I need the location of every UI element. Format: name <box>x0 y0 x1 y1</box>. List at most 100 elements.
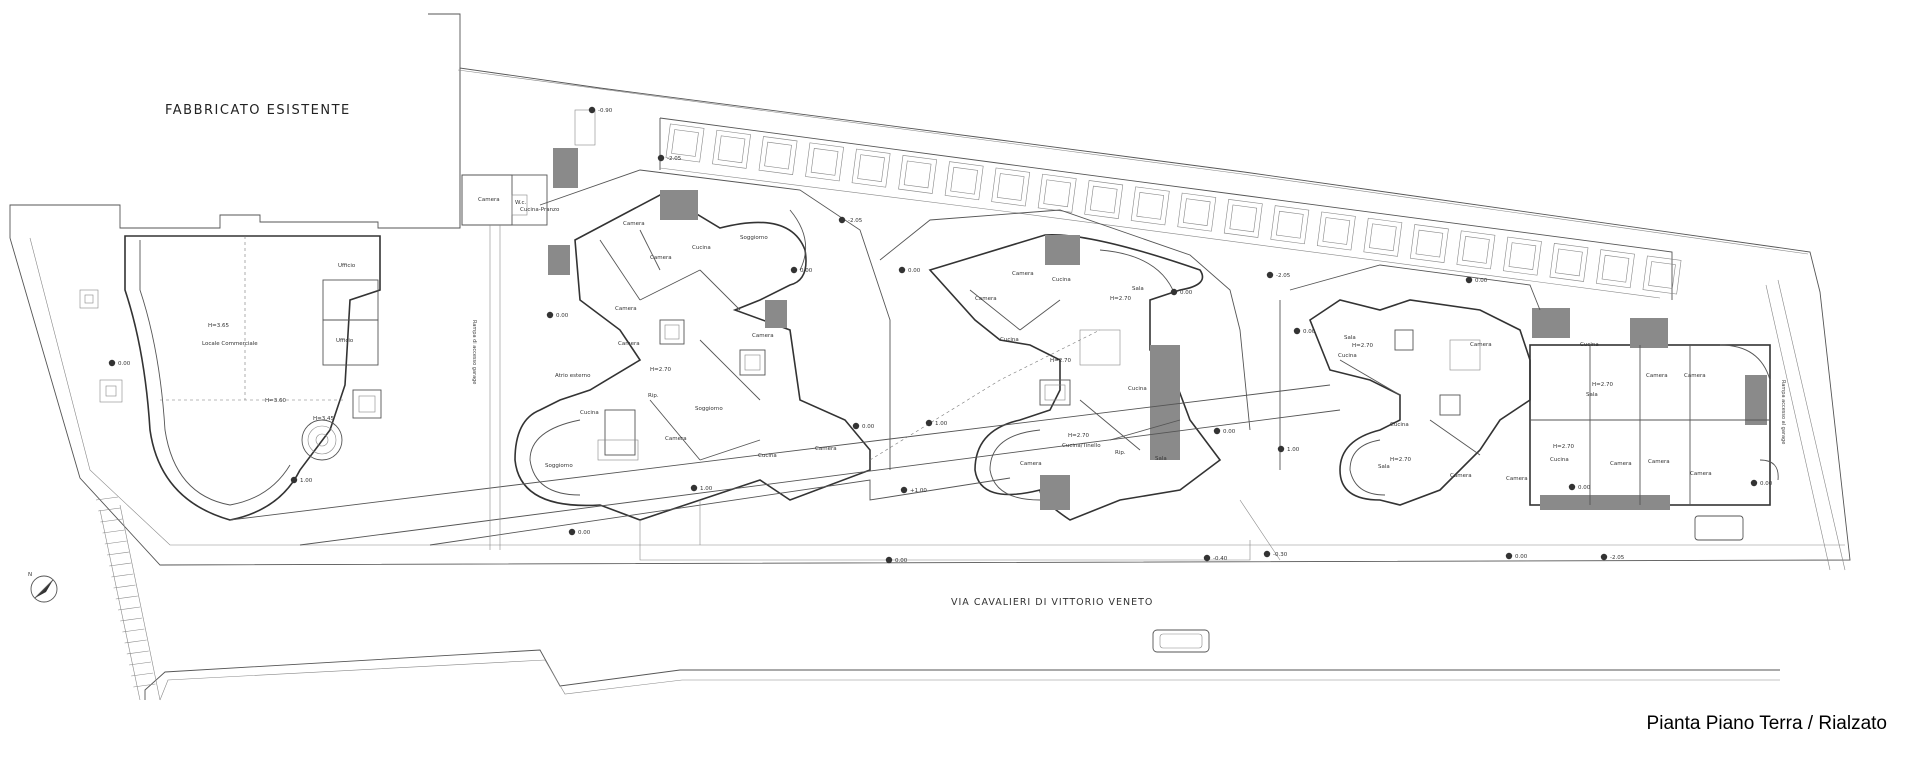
level-marker: 0.00 <box>885 556 908 564</box>
level-marker-icon <box>657 154 665 162</box>
level-marker-icon <box>885 556 893 564</box>
level-marker-icon <box>1505 552 1513 560</box>
level-marker: 0.00 <box>568 528 591 536</box>
level-value: 0.00 <box>1515 554 1528 560</box>
level-value: 0.00 <box>895 558 908 564</box>
building-a <box>514 190 871 521</box>
room-label: Cucina <box>1550 457 1569 463</box>
level-value: -2.05 <box>848 218 863 224</box>
crossing-stripe <box>128 661 152 666</box>
level-marker: 1.00 <box>925 419 948 427</box>
level-marker: 0.00 <box>852 422 875 430</box>
parking-bay <box>1363 217 1403 257</box>
car-icon <box>1152 629 1210 653</box>
level-marker: -0.30 <box>1263 550 1288 558</box>
street-edges: VIA CAVALIERI DI VITTORIO VENETO <box>99 504 1780 701</box>
room-label: Camera <box>665 436 687 442</box>
parking-bay-inner <box>1601 254 1630 283</box>
parking-bay <box>991 167 1031 207</box>
parking-bay-inner <box>1229 204 1258 233</box>
parking-bays <box>659 117 1673 300</box>
level-value: 0.00 <box>1475 278 1488 284</box>
level-marker-icon <box>690 484 698 492</box>
level-value: 0.00 <box>800 268 813 274</box>
level-marker: -2.05 <box>657 154 682 162</box>
room-label: Camera <box>1450 473 1472 479</box>
car-icon-parked <box>1694 515 1744 541</box>
parking-bay <box>944 161 984 201</box>
room-label: H=2.70 <box>1390 457 1411 463</box>
level-marker-icon <box>900 486 908 494</box>
room-label: Locale Commerciale <box>202 341 258 347</box>
drawing-caption: Pianta Piano Terra / Rialzato <box>1646 713 1887 734</box>
crossing-stripe <box>124 639 147 644</box>
parking-bay-inner <box>1136 192 1165 220</box>
level-value: 1.00 <box>935 421 948 427</box>
level-value: -0.40 <box>1213 556 1228 562</box>
north-label: N <box>28 572 32 578</box>
room-label: H=3.65 <box>208 323 229 329</box>
room-label: Camera <box>478 197 500 203</box>
level-value: 0.00 <box>578 530 591 536</box>
parking-bay <box>1642 255 1682 295</box>
level-value: 0.00 <box>1303 329 1316 335</box>
room-label: Camera <box>623 221 645 227</box>
room-label: Camera <box>1506 476 1528 482</box>
level-marker-icon <box>1266 271 1274 279</box>
level-value: 1.00 <box>1287 447 1300 453</box>
street-name-label: VIA CAVALIERI DI VITTORIO VENETO <box>951 597 1153 608</box>
level-marker-icon <box>108 359 116 367</box>
level-marker-icon <box>1213 427 1221 435</box>
crossing-stripe <box>109 562 132 567</box>
level-marker: 0.00 <box>1213 427 1236 435</box>
parking-bay-inner <box>1089 185 1118 214</box>
room-label: Atrio esterno <box>555 373 591 379</box>
pedestrian-crossing <box>95 496 156 688</box>
parking-bay <box>665 123 705 163</box>
room-label: Sala <box>1155 456 1167 462</box>
room-label: Soggiorno <box>545 463 573 469</box>
level-marker: 0.00 <box>790 266 813 274</box>
level-marker-icon <box>852 422 860 430</box>
room-label: Cucina <box>1000 337 1019 343</box>
parking-bay <box>1409 224 1449 263</box>
level-marker-icon <box>1750 479 1758 487</box>
building-b <box>928 233 1222 521</box>
room-label: Cucina <box>758 453 777 459</box>
level-value: 0.00 <box>1223 429 1236 435</box>
level-marker-icon <box>290 476 298 484</box>
level-value: -2.05 <box>667 156 682 162</box>
level-marker-icon <box>838 216 846 224</box>
level-marker-icon <box>1568 483 1576 491</box>
parking-bay-inner <box>717 135 746 164</box>
level-marker-icon <box>1277 445 1285 453</box>
room-label: Camera <box>1020 461 1042 467</box>
crossing-stripe <box>115 595 138 600</box>
room-label: Cucina <box>1580 342 1599 348</box>
room-label: Cucina <box>1390 422 1409 428</box>
level-marker: -2.05 <box>838 216 863 224</box>
level-value: 1.00 <box>300 478 313 484</box>
level-value: 0.00 <box>556 313 569 319</box>
room-label: Camera <box>1648 459 1670 465</box>
room-label: Camera <box>618 341 640 347</box>
room-label: Camera <box>752 333 774 339</box>
level-value: -0.30 <box>1273 552 1288 558</box>
level-marker-icon <box>898 266 906 274</box>
room-label: Cucina <box>1338 353 1357 359</box>
room-label: Camera <box>1012 271 1034 277</box>
room-label: Camera <box>1470 342 1492 348</box>
level-value: 0.00 <box>1760 481 1773 487</box>
parking-bay <box>898 155 938 194</box>
room-label: Ufficio <box>336 338 354 344</box>
parking-bay-inner <box>903 160 932 189</box>
crossing-stripe <box>120 617 143 622</box>
building-c <box>1309 299 1531 506</box>
level-marker: -0.40 <box>1203 554 1228 562</box>
level-marker: 0.00 <box>1505 552 1528 560</box>
room-label: W.c. <box>515 200 527 206</box>
crossing-stripe <box>104 540 127 545</box>
room-label: H=2.70 <box>1110 296 1131 302</box>
level-marker: 0.00 <box>1568 483 1591 491</box>
